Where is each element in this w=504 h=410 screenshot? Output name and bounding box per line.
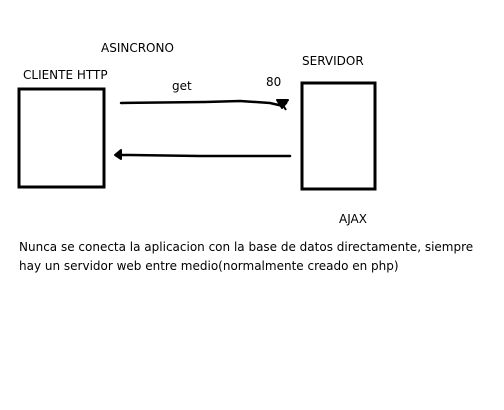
client-label: CLIENTE HTTP (23, 68, 108, 82)
response-arrow (116, 153, 292, 158)
explanation-note: Nunca se conecta la aplicacion con la ba… (19, 240, 474, 273)
client-box (17, 87, 106, 189)
server-label: SERVIDOR (302, 54, 364, 68)
response-arrowhead (114, 149, 122, 160)
request-arrowhead (276, 99, 289, 111)
technique-label: AJAX (339, 212, 367, 226)
request-arrow (119, 99, 288, 108)
request-label: get (172, 79, 192, 93)
diagram-title: ASINCRONO (101, 41, 174, 55)
server-box (300, 81, 377, 191)
port-label: 80 (266, 75, 282, 89)
